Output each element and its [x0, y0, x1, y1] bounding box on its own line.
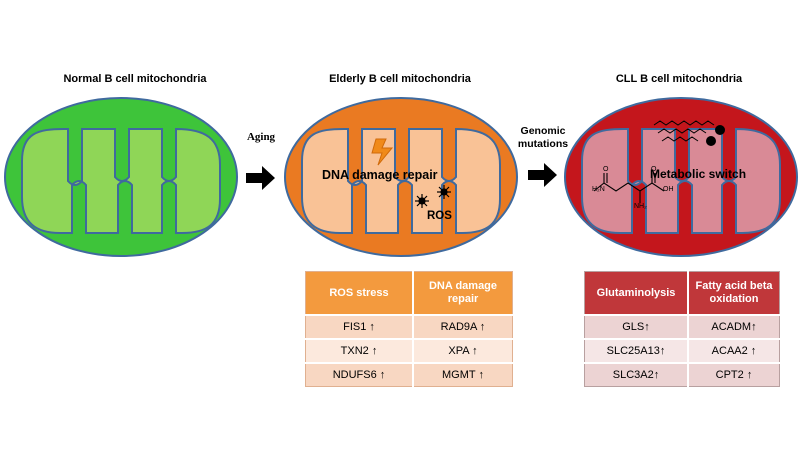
cell: TXN2 ↑ [305, 338, 414, 363]
cell: FIS1 ↑ [305, 314, 414, 339]
title-elderly: Elderly B cell mitochondria [329, 73, 471, 85]
cell: SLC25A13↑ [584, 338, 689, 363]
cell: MGMT ↑ [413, 362, 513, 387]
aging-label: Aging [246, 131, 276, 143]
header-ros-stress: ROS stress [305, 271, 414, 315]
molecule-oh: OH [663, 186, 674, 193]
metabolic-switch-label: Metabolic switch [650, 167, 747, 181]
table-row: GLS↑ ACADM↑ [584, 314, 780, 339]
molecule-o1: O [603, 166, 609, 173]
table-row: FIS1 ↑ RAD9A ↑ [305, 314, 513, 339]
molecule-nh2: NH₂ [634, 203, 647, 210]
elderly-mitochondrion [284, 97, 518, 257]
cell: ACADM↑ [688, 314, 780, 339]
dna-damage-repair-label: DNA damage repair [322, 168, 438, 182]
ros-spark-icon [415, 194, 429, 208]
table-row: SLC3A2↑ CPT2 ↑ [584, 362, 780, 387]
elderly-gene-table: ROS stress DNA damage repair FIS1 ↑ RAD9… [305, 271, 513, 387]
molecule-h2n: H₂N [592, 186, 605, 193]
ros-spark-icon-2 [437, 185, 451, 199]
glutamine-molecule-icon [593, 173, 665, 203]
cell: GLS↑ [584, 314, 689, 339]
cll-mitochondrion [564, 97, 798, 257]
cell: NDUFS6 ↑ [305, 362, 414, 387]
lightning-icon [371, 138, 394, 166]
molecule-o2: O [651, 166, 657, 173]
table-row: NDUFS6 ↑ MGMT ↑ [305, 362, 513, 387]
arrow-aging [246, 166, 275, 190]
cll-gene-table: Glutaminolysis Fatty acid beta oxidation… [584, 271, 780, 387]
fatty-acid-icon [653, 120, 715, 142]
title-cll: CLL B cell mitochondria [615, 73, 743, 85]
cell: ACAA2 ↑ [688, 338, 780, 363]
cell: XPA ↑ [413, 338, 513, 363]
mutations-label: mutations [517, 138, 569, 150]
genomic-label: Genomic [520, 125, 566, 137]
ros-label: ROS [427, 210, 452, 222]
cell: RAD9A ↑ [413, 314, 513, 339]
arrow-genomic [528, 163, 557, 187]
header-glutaminolysis: Glutaminolysis [584, 271, 689, 315]
table-row: SLC25A13↑ ACAA2 ↑ [584, 338, 780, 363]
cell: CPT2 ↑ [688, 362, 780, 387]
title-normal: Normal B cell mitochondria [63, 73, 207, 85]
cell: SLC3A2↑ [584, 362, 689, 387]
header-fatty-acid-beta-oxidation: Fatty acid beta oxidation [688, 271, 780, 315]
table-row: TXN2 ↑ XPA ↑ [305, 338, 513, 363]
header-dna-damage-repair: DNA damage repair [413, 271, 513, 315]
normal-mitochondrion [4, 97, 238, 257]
